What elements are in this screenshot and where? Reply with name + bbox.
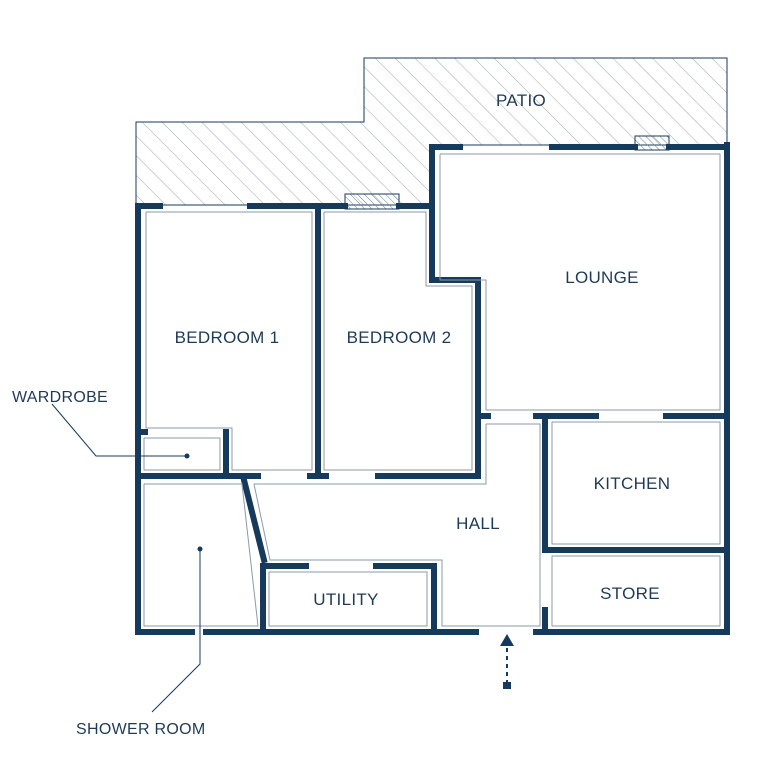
inner-walls <box>135 203 730 635</box>
outer-walls <box>135 142 730 635</box>
bedroom1-label: BEDROOM 1 <box>175 328 280 347</box>
dashed-arrow-up-icon <box>500 634 514 689</box>
wardrobe-marker-dot <box>184 453 190 459</box>
patio-label: PATIO <box>496 91 546 110</box>
kitchen-label: KITCHEN <box>594 474 671 493</box>
wardrobe-callout: WARDROBE <box>12 389 190 459</box>
room-outlines <box>143 153 721 627</box>
window-vent-lounge <box>634 135 670 151</box>
bedroom2-label: BEDROOM 2 <box>347 328 452 347</box>
hall-label: HALL <box>456 514 500 533</box>
shower-room-label: SHOWER ROOM <box>76 721 206 738</box>
utility-label: UTILITY <box>313 590 378 609</box>
shower-room-marker-dot <box>197 546 203 552</box>
wardrobe-label: WARDROBE <box>12 389 108 406</box>
shower-room-callout: SHOWER ROOM <box>76 546 206 738</box>
store-label: STORE <box>600 584 660 603</box>
lounge-label: LOUNGE <box>565 268 639 287</box>
window-vent-bedroom2 <box>344 193 400 210</box>
